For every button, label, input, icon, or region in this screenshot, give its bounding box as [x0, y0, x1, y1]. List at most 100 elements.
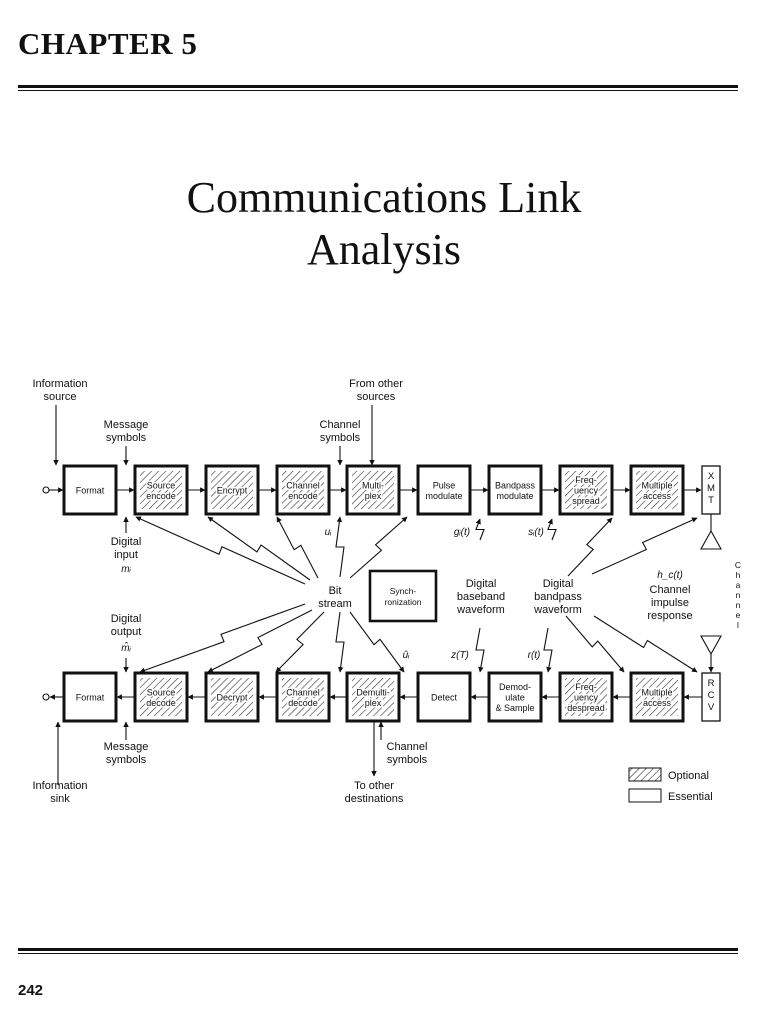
- legend-optional-swatch: [628, 767, 662, 782]
- block-label: Demod-ulate& Sample: [495, 682, 534, 713]
- title-line-2: Analysis: [307, 225, 461, 274]
- bottom-block-decrypt: Decrypt: [204, 671, 260, 723]
- hatch-fill: [636, 471, 678, 509]
- bit-stream-arrow: [275, 611, 325, 673]
- spread-arrow: [567, 517, 613, 577]
- channel-letter: e: [736, 610, 741, 620]
- legend-essential-label: Essential: [668, 791, 713, 803]
- block-border: [487, 464, 543, 516]
- legend-optional-label: Optional: [668, 770, 709, 782]
- label-z-t: z(T): [450, 650, 469, 661]
- hatch-fill: [565, 678, 607, 716]
- label-u-i: uᵢ: [325, 527, 333, 538]
- label-g-i: gᵢ(t): [454, 527, 470, 538]
- header-rule: [18, 85, 738, 91]
- bottom-block-demodulatesample: Demod-ulate& Sample: [487, 671, 543, 723]
- block-label: Multi-plex: [362, 480, 384, 501]
- block-label: Encrypt: [217, 486, 248, 496]
- waveform-arrow: [547, 518, 557, 541]
- channel-letter: h: [736, 570, 741, 580]
- hatch-fill: [140, 678, 182, 716]
- footer-rule: [18, 948, 738, 954]
- spread-arrow: [591, 517, 698, 575]
- label-r-t: r(t): [528, 650, 541, 661]
- bit-stream-arrow: [207, 516, 311, 581]
- box-letter: C: [708, 690, 715, 701]
- waveform-arrow: [475, 627, 485, 673]
- block-label: Format: [76, 486, 105, 496]
- hatch-fill: [282, 471, 324, 509]
- sync-label: Synch-ronization: [385, 586, 422, 607]
- sink-node: [42, 693, 50, 701]
- block-label: Format: [76, 693, 105, 703]
- legend-essential-swatch: [628, 788, 662, 803]
- box-letter: T: [708, 495, 714, 506]
- label-m-i: mᵢ: [121, 564, 131, 575]
- channel-letter: a: [736, 580, 741, 590]
- block-label: Detect: [431, 693, 458, 703]
- sync-box: [368, 569, 438, 623]
- channel-letter: l: [737, 620, 739, 630]
- channel-letter: n: [736, 590, 741, 600]
- xmt-box: XMT: [701, 465, 721, 515]
- hatch-fill: [211, 678, 253, 716]
- page-title: Communications Link Analysis: [0, 172, 768, 276]
- box-border: [701, 465, 721, 515]
- block-border: [487, 671, 543, 723]
- receive-antenna: [700, 635, 722, 656]
- label-s-i: sᵢ(t): [528, 527, 544, 538]
- hatch-fill: [211, 471, 253, 509]
- channel-letter: C: [735, 560, 741, 570]
- bottom-block-format: Format: [62, 671, 118, 723]
- hatch-fill: [352, 471, 394, 509]
- hatch-fill: [565, 471, 607, 509]
- hatch-fill: [636, 678, 678, 716]
- spread-arrow: [565, 615, 625, 673]
- hatch-fill: [140, 471, 182, 509]
- transmit-antenna: [700, 529, 722, 550]
- top-block-encrypt: Encrypt: [204, 464, 260, 516]
- label-u-hat: ûᵢ: [403, 650, 411, 661]
- top-block-multiplex: Multi-plex: [345, 464, 401, 516]
- chapter-heading: CHAPTER 5: [18, 26, 198, 61]
- waveform-arrow: [475, 518, 485, 541]
- bottom-block-demultiplex: Demulti-plex: [345, 671, 401, 723]
- spread-arrow: [593, 615, 698, 673]
- source-node: [42, 486, 50, 494]
- box-letter: V: [708, 702, 715, 713]
- bit-stream-arrow: [349, 516, 408, 579]
- bottom-block-detect: Detect: [416, 671, 472, 723]
- block-border: [416, 464, 472, 516]
- bit-stream-arrow: [335, 611, 345, 673]
- box-letter: M: [707, 483, 715, 494]
- waveform-arrow: [543, 627, 553, 673]
- bit-stream-arrow: [139, 603, 306, 673]
- rcv-box: RCV: [701, 672, 721, 722]
